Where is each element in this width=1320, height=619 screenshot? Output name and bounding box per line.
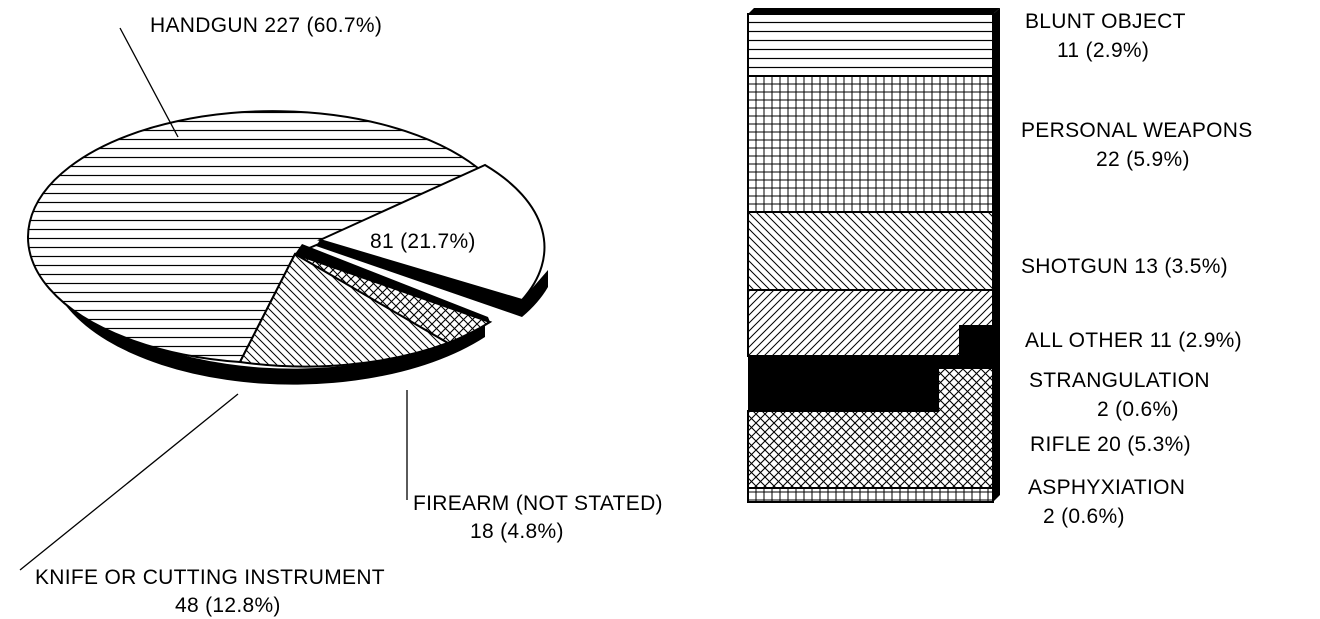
pie-slice-handgun xyxy=(27,110,487,364)
pie-chart: HANDGUN 227 (60.7%) 81 (21.7%) FIREARM (… xyxy=(19,14,663,617)
pie-slice-knife xyxy=(238,252,451,368)
label-handgun: HANDGUN 227 (60.7%) xyxy=(150,14,382,37)
leader-knife xyxy=(19,393,239,571)
label-blunt-name: BLUNT OBJECT xyxy=(1025,10,1186,33)
label-knife-name: KNIFE OR CUTTING INSTRUMENT xyxy=(35,566,385,589)
label-personal-name: PERSONAL WEAPONS xyxy=(1021,119,1253,142)
exploded-slice-top xyxy=(317,163,546,302)
bar-segment-asphyxiation xyxy=(747,487,994,503)
bar-segment-all-other xyxy=(747,289,994,357)
bar-segment-personal-weapons xyxy=(747,75,994,213)
label-exploded-slice: 81 (21.7%) xyxy=(370,230,476,253)
stacked-bar-chart: BLUNT OBJECT 11 (2.9%) PERSONAL WEAPONS … xyxy=(747,8,1253,528)
exploded-slice-shadow xyxy=(316,240,522,317)
exploded-slice-depth xyxy=(522,270,548,317)
label-firearm-name: FIREARM (NOT STATED) xyxy=(413,492,663,515)
label-strangulation-value: 2 (0.6%) xyxy=(1097,398,1179,421)
label-shotgun: SHOTGUN 13 (3.5%) xyxy=(1021,255,1228,278)
label-knife-value: 48 (12.8%) xyxy=(175,594,281,617)
bar-top-face xyxy=(748,8,1000,14)
pie-depth-band xyxy=(50,258,485,385)
label-asphyxiation-value: 2 (0.6%) xyxy=(1043,505,1125,528)
pie-slices xyxy=(27,110,493,368)
bar-segment-shotgun xyxy=(747,211,994,291)
label-blunt-value: 11 (2.9%) xyxy=(1057,39,1149,62)
pie-slice-dark-wedge xyxy=(295,244,490,322)
leader-handgun xyxy=(119,27,179,138)
bar-segment-blunt-object xyxy=(747,13,994,77)
bar-side-face xyxy=(993,8,1000,502)
label-firearm-value: 18 (4.8%) xyxy=(470,520,564,543)
label-strangulation-name: STRANGULATION xyxy=(1029,369,1210,392)
label-all-other: ALL OTHER 11 (2.9%) xyxy=(1025,329,1242,352)
pie-slice-firearm xyxy=(294,253,493,345)
label-personal-value: 22 (5.9%) xyxy=(1096,148,1190,171)
label-rifle: RIFLE 20 (5.3%) xyxy=(1030,433,1191,456)
pie-slice-exploded xyxy=(316,163,548,317)
bar-segment-strangulation xyxy=(748,326,993,411)
label-asphyxiation-name: ASPHYXIATION xyxy=(1028,476,1185,499)
